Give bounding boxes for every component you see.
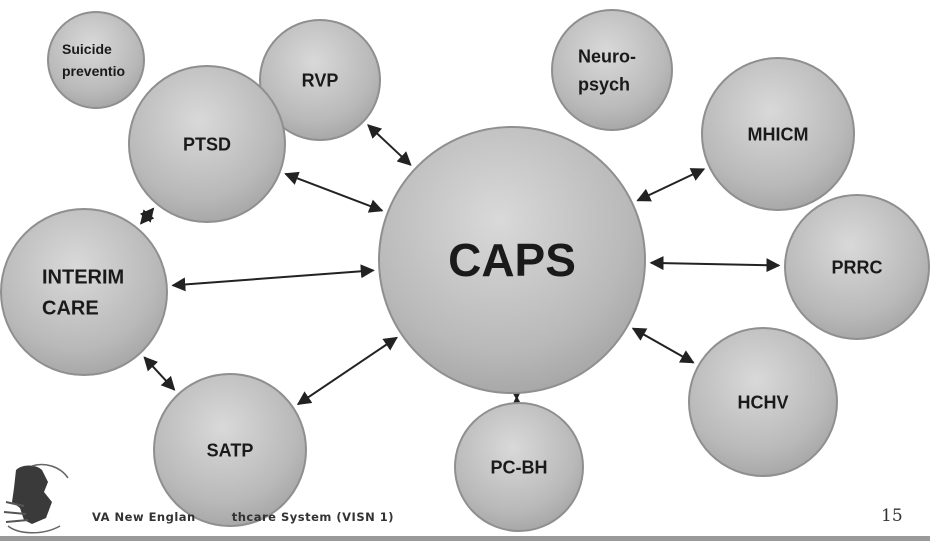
node-rvp: RVP xyxy=(259,19,381,141)
node-pcbh: PC-BH xyxy=(454,402,584,532)
edge-ptsd-caps xyxy=(284,171,384,213)
edge-satp-caps xyxy=(296,336,398,406)
node-label-pcbh: PC-BH xyxy=(491,457,548,477)
node-label-neuro: Neuro- xyxy=(578,46,636,66)
node-prrc: PRRC xyxy=(784,194,930,340)
page-number: 15 xyxy=(881,506,903,526)
edge-interim-satp xyxy=(143,356,176,391)
node-circle-satp xyxy=(153,373,307,527)
edge-rvp-caps xyxy=(367,124,412,166)
va-new-england-logo-icon xyxy=(2,462,82,541)
node-label-suicide: Suicide xyxy=(62,41,112,57)
node-circle-pcbh xyxy=(454,402,584,532)
node-circle-neuro xyxy=(551,9,673,131)
node-label-mhicm: MHICM xyxy=(748,124,809,144)
node-circle-suicide xyxy=(47,11,145,109)
footer-rule xyxy=(0,536,930,541)
node-circle-caps xyxy=(378,126,646,394)
node-circle-prrc xyxy=(784,194,930,340)
node-suicide: Suicide preventio xyxy=(47,11,145,109)
edges-layer xyxy=(139,124,781,410)
edge-interim-caps xyxy=(171,264,375,292)
node-label-satp: SATP xyxy=(207,440,254,460)
footer-text: VA New Englan thcare System (VISN 1) xyxy=(92,510,394,524)
node-label-hchv: HCHV xyxy=(737,392,788,412)
node-caps: CAPS xyxy=(378,126,646,394)
node-satp: SATP xyxy=(153,373,307,527)
node-label-suicide: preventio xyxy=(62,63,125,79)
node-hchv: HCHV xyxy=(688,327,838,477)
node-circle-interim xyxy=(0,208,168,376)
edge-prrc-caps xyxy=(649,256,781,273)
edge-ptsd-interim xyxy=(139,207,155,225)
node-mhicm: MHICM xyxy=(701,57,855,211)
node-circle-ptsd xyxy=(128,65,286,223)
node-label-rvp: RVP xyxy=(302,70,339,90)
node-neuro: Neuro-psych xyxy=(551,9,673,131)
node-circle-hchv xyxy=(688,327,838,477)
node-label-interim: CARE xyxy=(42,298,99,320)
edge-mhicm-caps xyxy=(636,168,706,202)
node-label-caps: CAPS xyxy=(448,234,576,286)
node-circle-rvp xyxy=(259,19,381,141)
node-label-prrc: PRRC xyxy=(831,257,882,277)
edge-hchv-caps xyxy=(631,327,695,364)
node-interim: INTERIM CARE xyxy=(0,208,168,376)
node-label-ptsd: PTSD xyxy=(183,134,231,154)
node-label-neuro: psych xyxy=(578,74,630,94)
node-ptsd: PTSD xyxy=(128,65,286,223)
node-circle-mhicm xyxy=(701,57,855,211)
node-label-interim: INTERIM xyxy=(42,267,124,289)
